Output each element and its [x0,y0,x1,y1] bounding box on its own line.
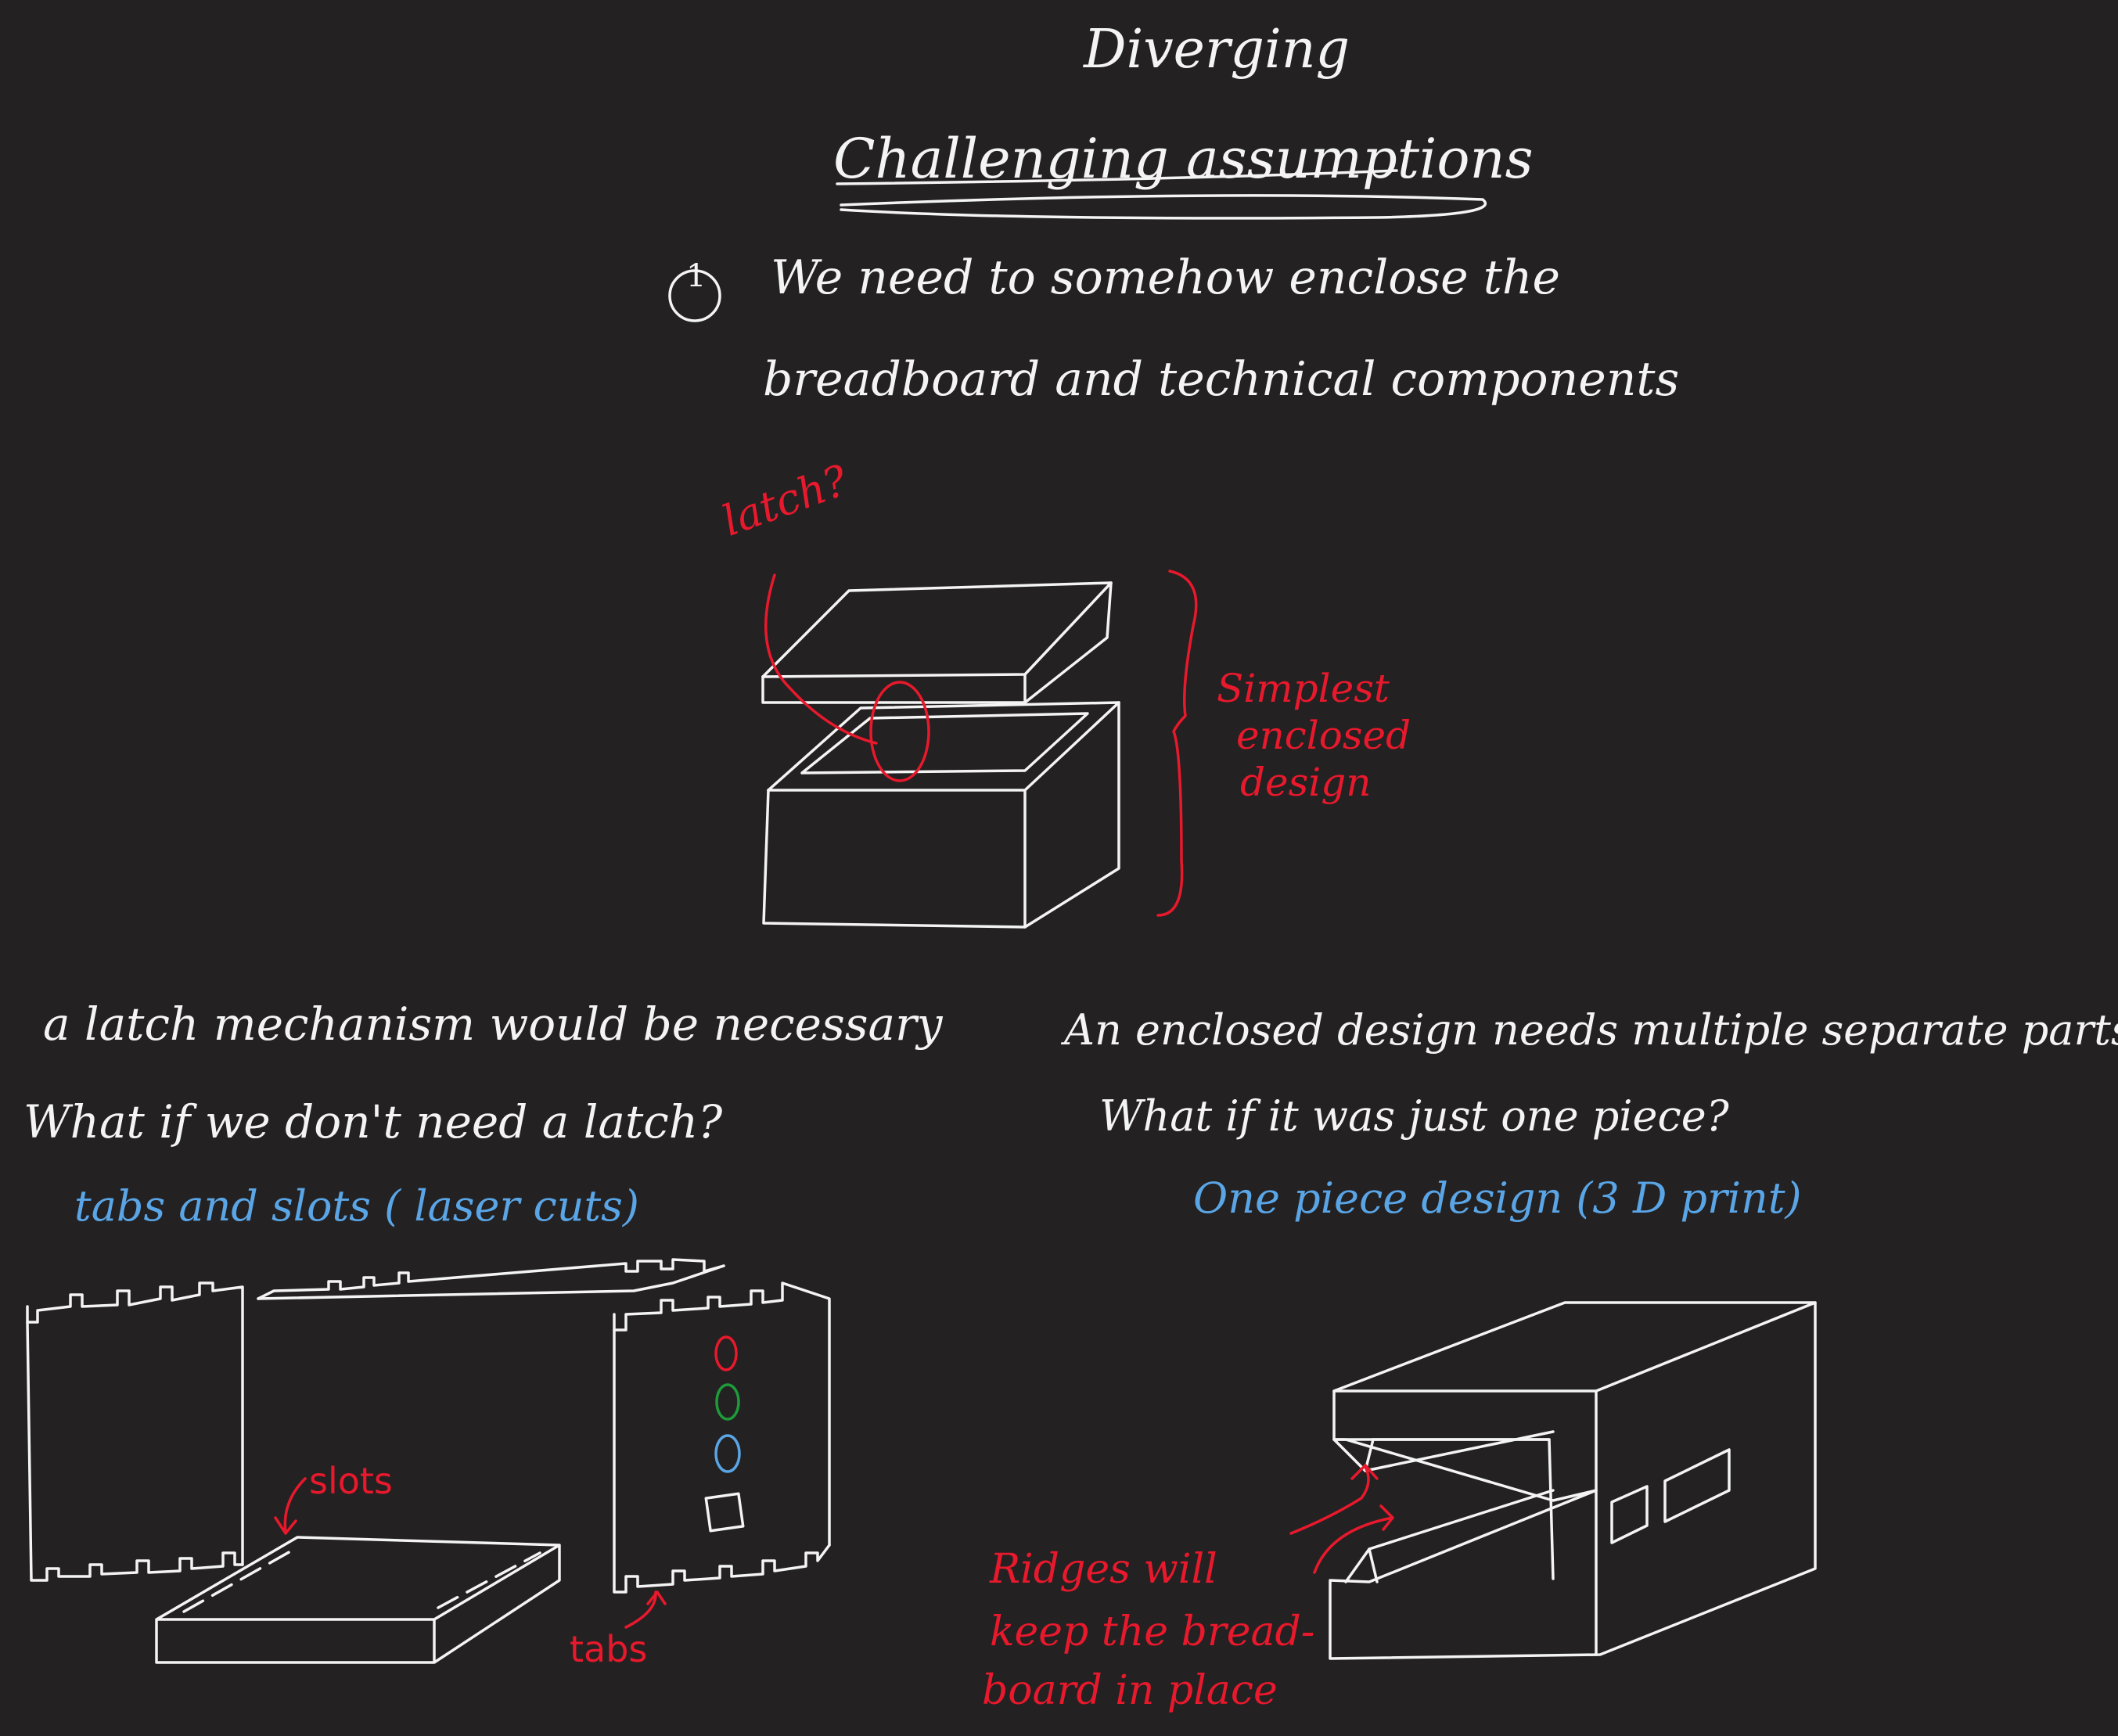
slots-label: slots [309,1460,393,1502]
assumption-text-1: We need to somehow enclose the [771,250,1561,305]
one-piece-sketch [1289,1301,1817,1660]
number-circle [668,269,721,322]
right-question: What if it was just one piece? [1099,1091,1729,1141]
brace-label-3: design [1240,760,1372,805]
assumption-line-2: breadboard and technical components [763,352,1680,407]
assumption-number: 1 [686,258,707,294]
left-question: What if we don't need a latch? [23,1095,723,1148]
ridges-note-1: Ridges will [990,1546,1217,1593]
latch-annotation [764,573,930,782]
tabs-label: tabs [570,1628,648,1670]
power-port-square [704,1492,745,1533]
enclosure-brace [1156,570,1198,917]
right-idea: One piece design (3 D print) [1193,1174,1802,1223]
base-plate [155,1536,561,1664]
left-idea: tabs and slots ( laser cuts) [74,1181,639,1231]
ridges-note-2: keep the bread- [990,1608,1315,1655]
brace-label-1: Simplest [1217,666,1390,711]
slots-arrow [274,1477,307,1535]
page-title: Diverging [1084,19,1350,81]
laser-cut-sketch [26,1258,831,1664]
port-right [1663,1448,1731,1523]
tabs-arrow [624,1590,667,1629]
heading-underline [836,169,1487,220]
port-left [1610,1485,1649,1544]
enclosure-box-sketch [761,581,1120,929]
right-statement: An enclosed design needs multiple separa… [1064,1005,2118,1055]
left-statement: a latch mechanism would be necessary [43,997,943,1051]
brace-label-2: enclosed [1236,713,1411,758]
ridges-arrow-2 [1313,1504,1394,1574]
ridges-arrow-1 [1289,1464,1379,1535]
section-heading: Challenging assumptions [833,127,1534,191]
ridges-note-3: board in place [982,1667,1278,1714]
